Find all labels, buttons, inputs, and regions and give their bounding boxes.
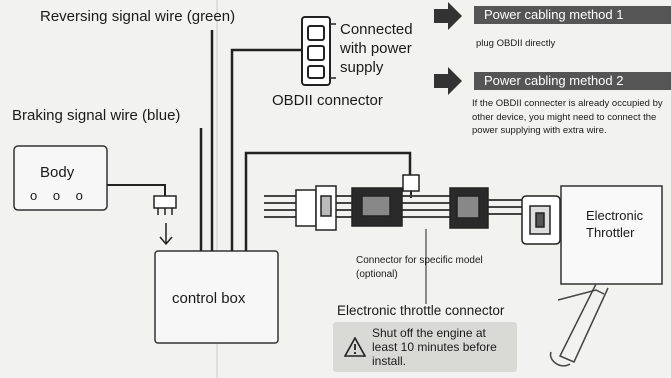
throttle-wire (244, 151, 412, 251)
connected-power-label: Connected with power supply (340, 21, 413, 76)
harness-connector-b (351, 187, 403, 227)
body-indicator-dots: o o o (30, 188, 89, 203)
arrow-icon-method-1 (434, 2, 462, 30)
obdii-plug (301, 16, 331, 86)
down-arrow-icon (159, 223, 173, 246)
braking-wire-label: Braking signal wire (blue) (12, 107, 181, 124)
braking-tap-connector (153, 195, 177, 215)
harness-connector-a (295, 185, 337, 231)
throttler-plug (521, 195, 561, 245)
arrow-icon-method-2 (434, 67, 462, 95)
control-box (154, 250, 279, 344)
inline-fuse (402, 174, 420, 192)
warning-text: Shut off the engine at least 10 minutes … (372, 326, 497, 368)
electronic-throttler-label: Electronic Throttler (586, 208, 644, 240)
method-1-description: plug OBDII directly (476, 38, 556, 49)
connected-power-bracket (330, 23, 336, 79)
obdii-connector-label: OBDII connector (272, 92, 383, 109)
method-1-banner: Power cabling method 1 (474, 6, 671, 24)
body-label: Body (40, 164, 75, 181)
method-2-banner: Power cabling method 2 (474, 72, 671, 90)
control-box-label: control box (172, 290, 246, 307)
braking-wire-lead (107, 184, 166, 196)
warning-triangle-icon (344, 337, 366, 357)
method-2-description: If the OBDII connecter is already occupi… (472, 98, 663, 136)
body-box (13, 145, 108, 211)
harness-connector-c (449, 187, 489, 229)
specific-connector-label: Connector for specific model (optional) (356, 255, 483, 280)
reversing-wire-label: Reversing signal wire (green) (40, 8, 236, 25)
pedal-icon (549, 283, 609, 367)
wire-harness (264, 195, 522, 218)
power-wire (230, 48, 302, 251)
electronic-throttler-box (560, 185, 663, 285)
throttle-connector-label: Electronic throttle connector (337, 303, 505, 318)
warning-box (333, 322, 517, 372)
